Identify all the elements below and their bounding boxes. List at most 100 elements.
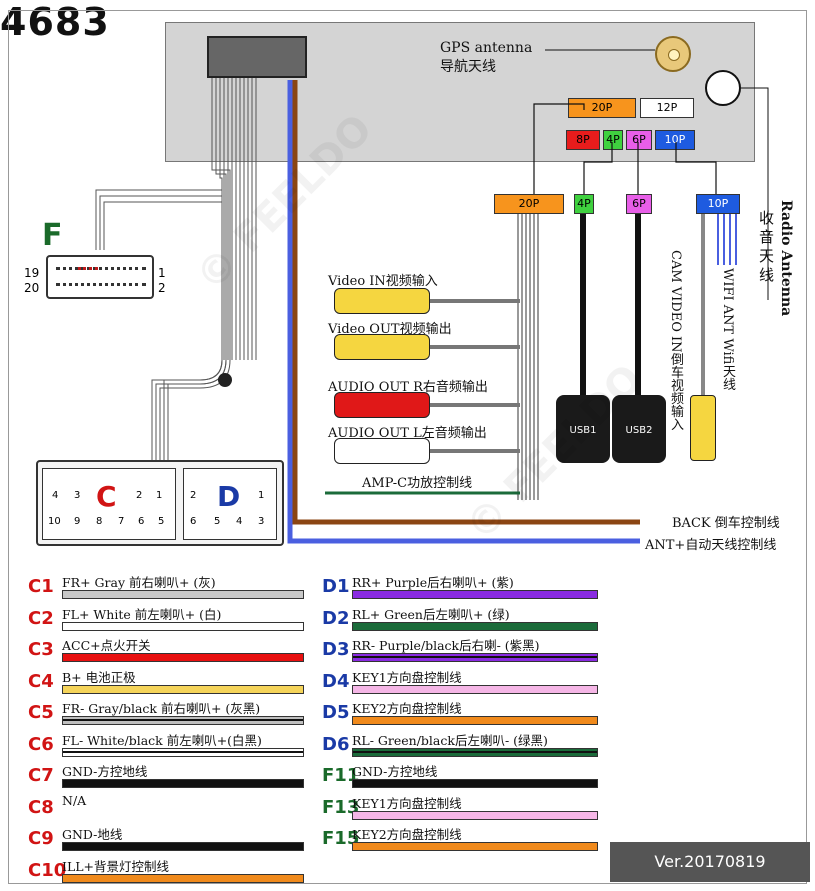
c-pin: 8 [96, 516, 103, 527]
rca-label-audio-r: AUDIO OUT R右音频输出 [328, 380, 488, 395]
wire-desc: GND-方控地线 [352, 764, 438, 779]
c-pin: 6 [138, 516, 145, 527]
wire-code: C10 [28, 859, 67, 881]
c-pin: 2 [136, 490, 143, 501]
d-pin: 2 [190, 490, 197, 501]
harness-bundle [211, 78, 257, 360]
wire-desc: FR- Gray/black 前右喇叭+ (灰黑) [62, 701, 261, 716]
c-pin: 3 [74, 490, 81, 501]
wire-swatch [62, 779, 304, 788]
wire-code: C9 [28, 828, 54, 849]
wire-desc: FL- White/black 前左喇叭+(白黑) [62, 732, 262, 748]
wire-code: D2 [322, 607, 350, 629]
connector-f-pin-2: 2 [158, 281, 166, 295]
rca-plug-audio-r [334, 392, 430, 418]
connector-f-pin-1: 1 [158, 266, 166, 280]
wire-desc: FR+ Gray 前右喇叭+ (灰) [62, 575, 216, 590]
wire-swatch [352, 810, 598, 820]
rca-plug-audio-l [334, 438, 430, 464]
wire-swatch [62, 653, 304, 662]
wire-code: C3 [28, 639, 54, 660]
wire-code: F13 [322, 796, 360, 818]
connector-d-letter: D [217, 480, 241, 513]
head-port-8p: 8P [566, 130, 600, 150]
wire-code: D5 [322, 702, 350, 723]
wire-swatch [352, 747, 598, 757]
d-pin: 5 [214, 516, 221, 527]
harness-port-4p: 4P [574, 194, 594, 214]
rca-plug-video-out [334, 334, 430, 360]
wire-swatch [62, 590, 304, 599]
head-port-10p: 10P [655, 130, 695, 150]
wire-desc: FL+ White 前左喇叭+ (白) [62, 606, 222, 622]
d-pin: 1 [258, 490, 265, 501]
model-number: 4683 [0, 0, 110, 44]
c-pin: 10 [48, 516, 61, 527]
wire-desc: KEY1方向盘控制线 [352, 669, 462, 685]
cam-video-label: CAM VIDEO IN倒车视频输入 [668, 250, 683, 431]
radio-antenna-cn: 收音天线 [757, 210, 775, 286]
rca-label-video-in: Video IN视频输入 [328, 274, 438, 289]
wire-swatch [352, 684, 598, 694]
wire-swatch [352, 653, 598, 662]
wire-swatch [352, 779, 598, 788]
ant-label: ANT+自动天线控制线 [645, 538, 777, 553]
page-frame [8, 10, 807, 884]
harness-port-6p: 6P [626, 194, 652, 214]
wire-desc: B+ 电池正极 [62, 669, 136, 685]
connector-c-letter: C [96, 480, 117, 513]
radio-antenna-en: Radio Antenna [778, 200, 794, 317]
wire-desc: RL+ Green后左喇叭+ (绿) [352, 606, 510, 622]
wire-desc: KEY1方向盘控制线 [352, 795, 462, 811]
c-pin: 5 [158, 516, 165, 527]
harness-port-10p: 10P [696, 194, 740, 214]
cam-video-plug [690, 395, 716, 461]
head-port-4p: 4P [603, 130, 623, 150]
head-port-12p: 12P [640, 98, 694, 118]
ant-wire [287, 80, 640, 544]
rca-label-audio-l: AUDIO OUT L左音频输出 [328, 426, 487, 441]
back-label: BACK 倒车控制线 [672, 516, 780, 531]
wire-swatch [62, 716, 304, 725]
wire-swatch [62, 842, 304, 851]
wire-desc: RR+ Purple后右喇叭+ (紫) [352, 575, 514, 590]
d-pin: 3 [258, 516, 265, 527]
gps-antenna-label: GPS antenna 导航天线 [440, 40, 532, 76]
c-pin: 4 [52, 490, 59, 501]
wire-swatch [62, 684, 304, 694]
wire-code: C4 [28, 670, 54, 692]
gps-antenna-en: GPS antenna [440, 40, 533, 56]
wire-code: C6 [28, 733, 54, 755]
wire-swatch [352, 842, 598, 851]
connector-f-letter: F [42, 218, 63, 253]
wire-desc: ILL+背景灯控制线 [62, 858, 170, 874]
d-pin: 6 [190, 516, 197, 527]
radio-connector-icon [705, 70, 741, 106]
connector-c [42, 468, 176, 540]
wire-desc: ACC+点火开关 [62, 638, 151, 653]
connector-f-pin-20: 20 [24, 281, 40, 295]
wire-code: C2 [28, 607, 54, 629]
amp-label: AMP-C功放控制线 [362, 476, 473, 491]
main-plug [207, 36, 307, 78]
connector-f-pin-19: 19 [24, 266, 40, 280]
wire-code: C8 [28, 796, 54, 818]
connector-d [183, 468, 277, 540]
wifi-label: WIFI ANT Wifi天线 [720, 268, 735, 391]
wire-desc: RL- Green/black后左喇叭- (绿黑) [352, 732, 548, 748]
wire-swatch [62, 621, 304, 631]
back-wire [292, 80, 640, 525]
wire-swatch [62, 747, 304, 757]
usb1-label: USB1 [569, 425, 597, 436]
version-badge: Ver.20170819 [610, 842, 810, 882]
wire-desc: RR- Purple/black后右喇- (紫黑) [352, 638, 540, 653]
wire-code: C5 [28, 702, 54, 723]
head-port-20p: 20P [568, 98, 636, 118]
gps-antenna-cn: 导航天线 [440, 59, 496, 75]
wire-swatch [352, 621, 598, 631]
c-pin: 7 [118, 516, 125, 527]
rca-plug-video-in [334, 288, 430, 314]
wire-code: D4 [322, 670, 350, 692]
gps-connector-icon [655, 36, 691, 72]
